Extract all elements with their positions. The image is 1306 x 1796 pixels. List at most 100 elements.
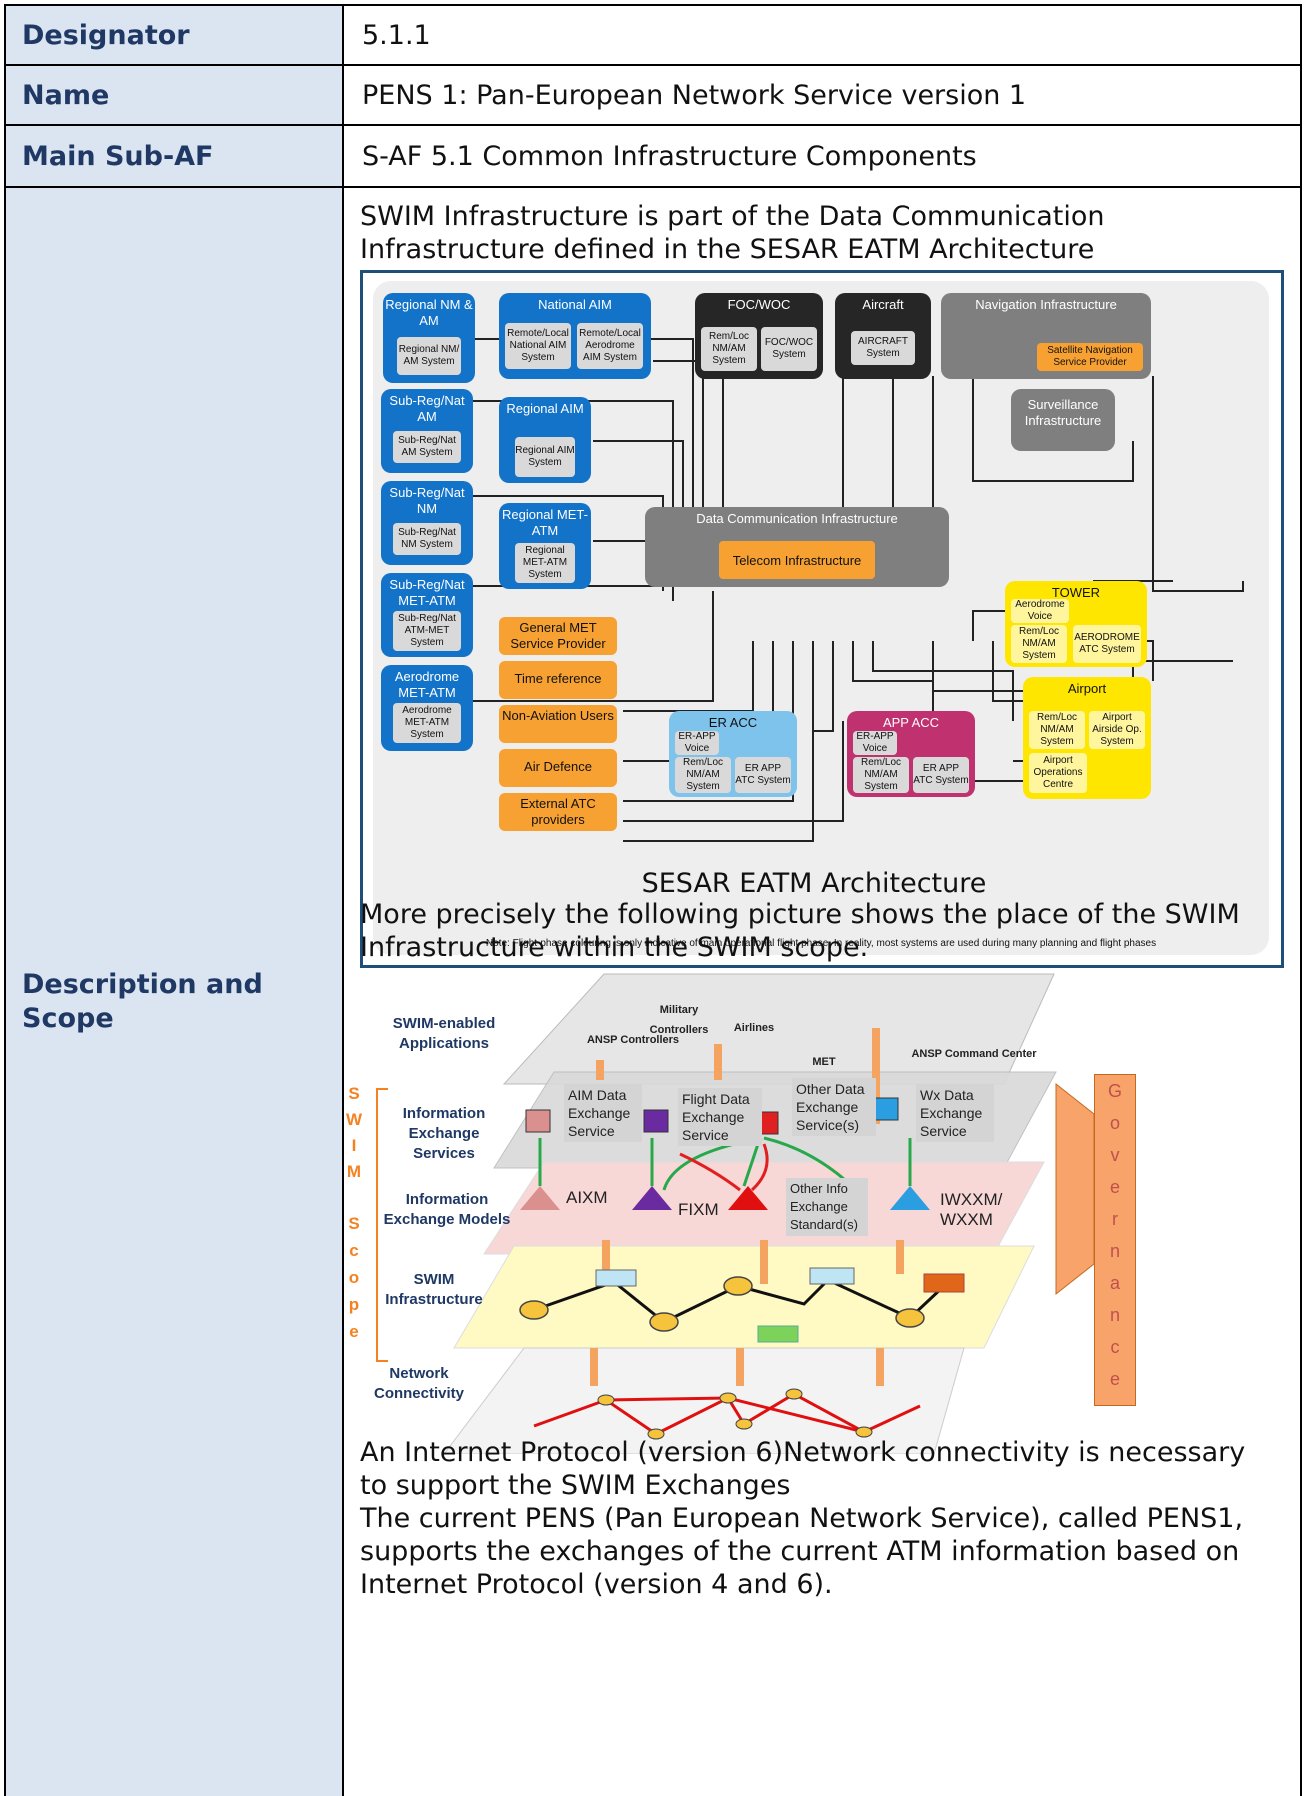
foc-woc-title: FOC/WOC — [727, 297, 791, 312]
model-other-standard: Other Info Exchange Standard(s) — [786, 1178, 868, 1236]
end2-line1: The current PENS (Pan European Network S… — [360, 1503, 1244, 1534]
regional-met-title: Regional MET-ATM — [502, 507, 588, 538]
aircraft-title: Aircraft — [862, 297, 904, 312]
er-acc-box: ER ACC ER-APP Voice Rem/Loc NM/AM System… — [669, 711, 797, 797]
aircraft-box: Aircraft AIRCRAFT System — [835, 293, 931, 379]
governance-letter: c — [1110, 1337, 1120, 1357]
airport-rem-loc-system: Rem/Loc NM/AM System — [1029, 711, 1085, 749]
er-acc-title: ER ACC — [708, 715, 758, 730]
info-table: Designator 5.1.1 Name PENS 1: Pan-Europe… — [4, 4, 1302, 1796]
service-flight-data: Flight Data Exchange Service — [678, 1088, 762, 1146]
subreg-met-title: Sub-Reg/Nat MET-ATM — [389, 577, 465, 608]
app-acc-rem-loc-system: Rem/Loc NM/AM System — [853, 757, 909, 793]
airport-operations-centre: Airport Operations Centre — [1029, 753, 1087, 793]
governance-letter: n — [1109, 1241, 1120, 1261]
description-label-cell: Description and Scope — [4, 188, 344, 1796]
external-atc-label: External ATC providers — [520, 796, 596, 827]
aerodrome-met-title: Aerodrome MET-ATM — [394, 669, 460, 700]
scope-letter: S — [348, 1214, 360, 1233]
aerodrome-met-system: Aerodrome MET-ATM System — [393, 703, 461, 743]
model-aixm: AIXM — [566, 1188, 608, 1207]
general-met-label: General MET Service Provider — [510, 620, 606, 651]
swim-layers — [443, 973, 1095, 1454]
end2-line2: supports the exchanges of the current AT… — [360, 1536, 1240, 1567]
description-label: Description and Scope — [22, 968, 263, 1036]
app-acc-atc-system: ER APP ATC System — [913, 757, 969, 793]
regional-aim-box: Regional AIM Regional AIM System — [499, 397, 591, 483]
actor-ansp-command-center: ANSP Command Center — [911, 1048, 1037, 1060]
architecture-background: Regional NM & AM Regional NM/ AM System … — [373, 281, 1269, 955]
regional-met-system: Regional MET-ATM System — [515, 543, 575, 583]
scope-letter: S — [348, 1084, 360, 1103]
surveillance-title: Surveillance Infrastructure — [1024, 397, 1102, 428]
mid-line2: Infrastructure within the SWIM scope. — [360, 932, 869, 963]
er-acc-atc-system: ER APP ATC System — [735, 757, 791, 793]
regional-nm-am-system: Regional NM/ AM System — [397, 337, 461, 375]
regional-nm-am-title: Regional NM & AM — [385, 297, 473, 328]
description-content-cell: SWIM Infrastructure is part of the Data … — [344, 188, 1302, 1796]
main-sub-af-value: S-AF 5.1 Common Infrastructure Component… — [362, 141, 977, 172]
end1-line2: to support the SWIM Exchanges — [360, 1470, 791, 1501]
air-defence-label: Air Defence — [524, 759, 592, 774]
subreg-met-atm-box: Sub-Reg/Nat MET-ATM Sub-Reg/Nat ATM-MET … — [381, 573, 473, 657]
layer-services-label: Information Exchange Services — [402, 1105, 486, 1162]
governance-letter: G — [1107, 1081, 1122, 1101]
name-label: Name — [22, 80, 110, 111]
scope-letter: M — [346, 1162, 362, 1181]
data-communication-infrastructure-box: Data Communication Infrastructure Teleco… — [645, 507, 949, 587]
architecture-note: Note: Flight-phase colouring is only ind… — [485, 938, 1157, 949]
service-other-data: Other Data Exchange Service(s) — [792, 1078, 876, 1136]
foc-rem-loc-system: Rem/Loc NM/AM System — [701, 327, 757, 371]
aircraft-system: AIRCRAFT System — [851, 331, 915, 365]
mid-paragraph: More precisely the following picture sho… — [360, 898, 1290, 964]
model-fixm: FIXM — [678, 1200, 719, 1219]
main-sub-af-row: Main Sub-AF S-AF 5.1 Common Infrastructu… — [4, 124, 1302, 188]
end1-line1: An Internet Protocol (version 6)Network … — [360, 1437, 1246, 1468]
service-wx-data: Wx Data Exchange Service — [916, 1084, 994, 1142]
app-acc-title: APP ACC — [882, 715, 940, 730]
non-aviation-box: Non-Aviation Users — [499, 705, 617, 743]
scope-letter: I — [351, 1136, 357, 1155]
main-sub-af-label: Main Sub-AF — [22, 141, 214, 172]
air-defence-box: Air Defence — [499, 749, 617, 787]
swim-scope-bracket — [376, 1088, 388, 1362]
external-atc-box: External ATC providers — [499, 793, 617, 831]
app-acc-voice: ER-APP Voice — [853, 731, 897, 755]
satellite-navigation-provider: Satellite Navigation Service Provider — [1037, 343, 1143, 371]
governance-letter: e — [1109, 1177, 1120, 1197]
governance-letter: v — [1110, 1145, 1120, 1165]
aerodrome-atc-system: AERODROME ATC System — [1073, 625, 1141, 663]
layer-apps-label: SWIM-enabled Applications — [392, 1015, 496, 1052]
description-label-line1: Description and — [22, 969, 263, 1000]
tower-box: TOWER Aerodrome Voice Rem/Loc NM/AM Syst… — [1005, 581, 1147, 667]
swim-figure: SWIM-enabled Applications Information Ex… — [344, 964, 1294, 1454]
tower-title: TOWER — [1051, 585, 1101, 600]
regional-aim-system: Regional AIM System — [515, 437, 575, 477]
scope-letter: o — [348, 1268, 360, 1287]
description-row: Description and Scope SWIM Infrastructur… — [4, 186, 1302, 1796]
sesar-architecture-figure: Regional NM & AM Regional NM/ AM System … — [360, 270, 1284, 968]
subreg-am-box: Sub-Reg/Nat AM Sub-Reg/Nat AM System — [381, 389, 473, 473]
tower-rem-loc-system: Rem/Loc NM/AM System — [1011, 625, 1067, 663]
data-comm-title: Data Communication Infrastructure — [696, 511, 898, 526]
er-acc-rem-loc-system: Rem/Loc NM/AM System — [675, 757, 731, 793]
national-aim-system: Remote/Local National AIM System — [505, 323, 571, 369]
designator-value: 5.1.1 — [362, 20, 431, 51]
end-paragraph-1: An Internet Protocol (version 6)Network … — [360, 1436, 1290, 1502]
actor-airlines: Airlines — [733, 1022, 775, 1034]
non-aviation-label: Non-Aviation Users — [502, 708, 614, 723]
time-reference-label: Time reference — [514, 671, 602, 686]
surveillance-infrastructure-box: Surveillance Infrastructure — [1011, 389, 1115, 451]
airport-title: Airport — [1067, 681, 1107, 696]
airport-airside-system: Airport Airside Op. System — [1089, 711, 1145, 749]
name-value-cell: PENS 1: Pan-European Network Service ver… — [344, 66, 1302, 126]
actor-ansp-controllers: ANSP Controllers — [586, 1034, 680, 1046]
actor-military-controllers: Military Controllers — [649, 1004, 709, 1036]
foc-woc-system: FOC/WOC System — [761, 327, 817, 371]
national-aim-box: National AIM Remote/Local National AIM S… — [499, 293, 651, 379]
end2-line3: Internet Protocol (version 4 and 6). — [360, 1569, 833, 1600]
subreg-nm-system: Sub-Reg/Nat NM System — [393, 523, 461, 555]
model-iwxxm: IWXXM/ WXXM — [940, 1190, 1003, 1229]
airport-box: Airport Rem/Loc NM/AM System Airport Air… — [1023, 677, 1151, 799]
